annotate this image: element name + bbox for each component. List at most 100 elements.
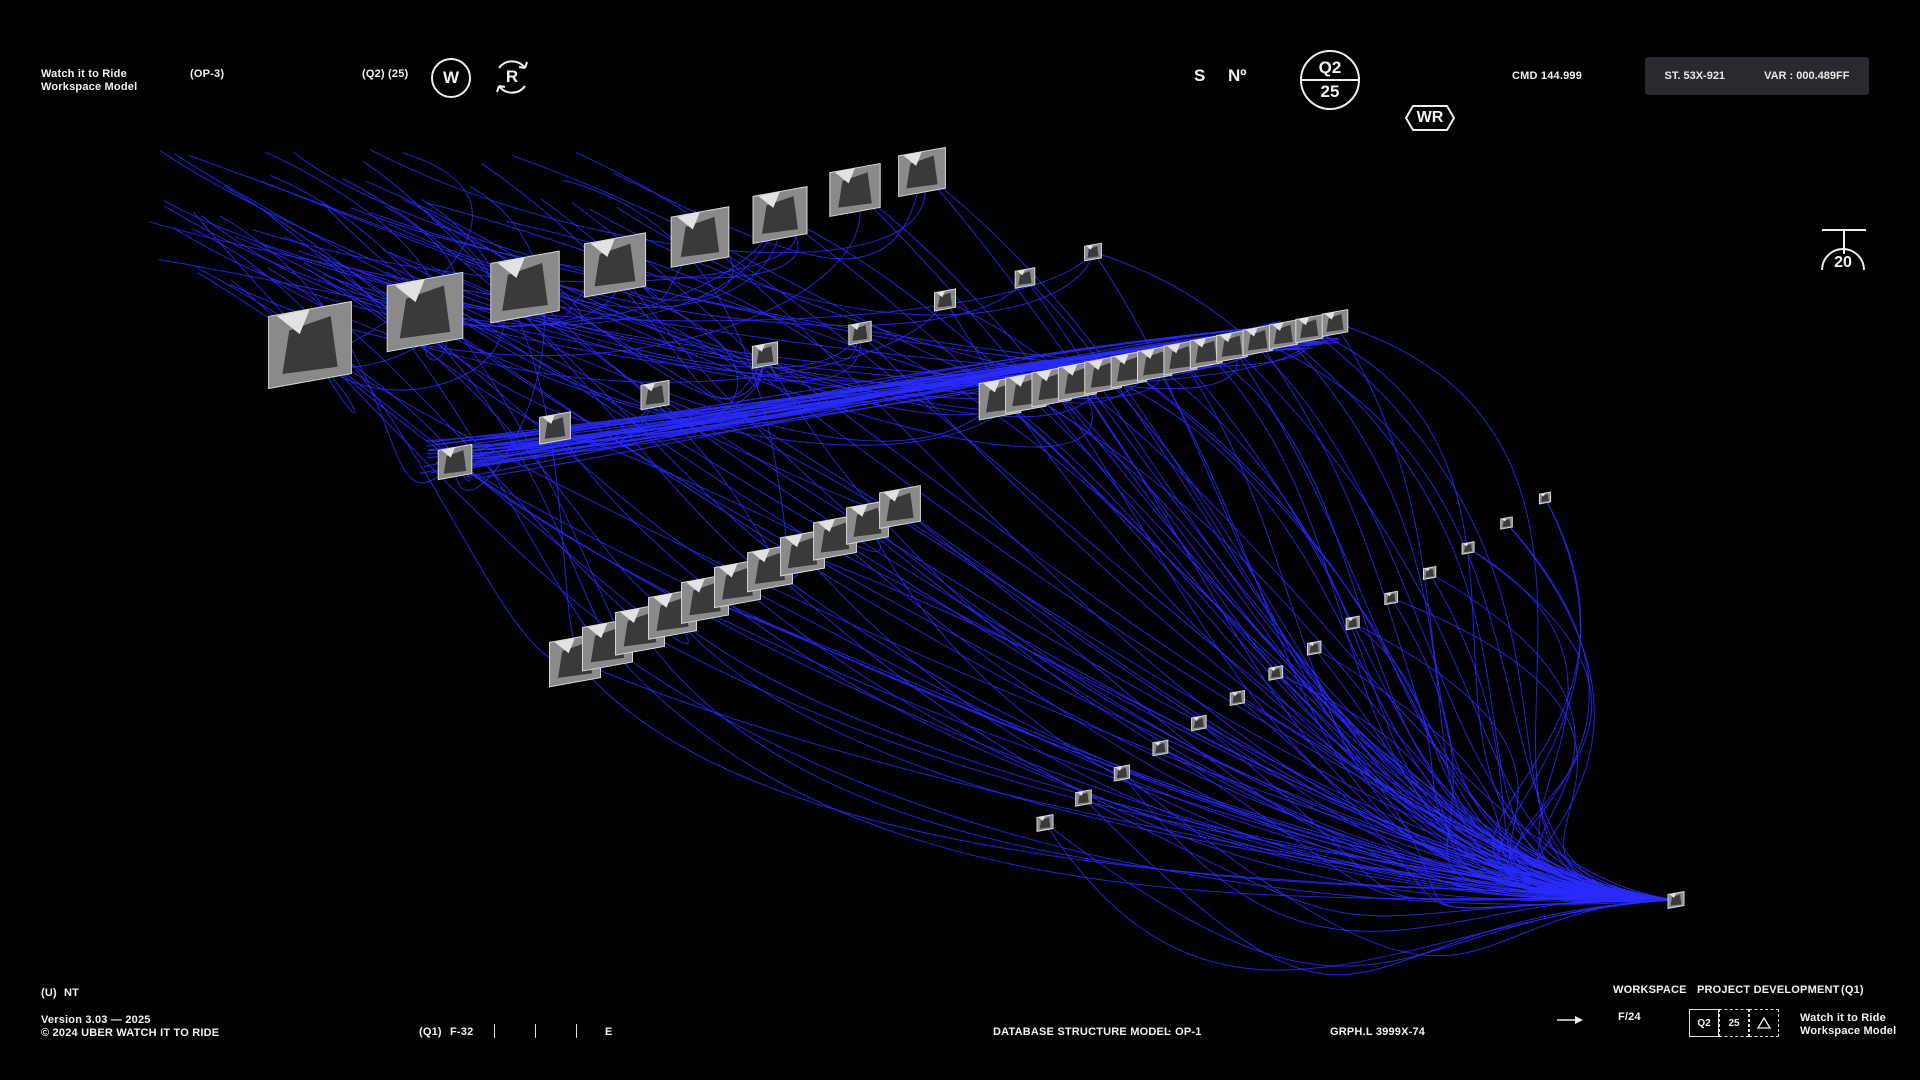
image-node[interactable] xyxy=(1152,739,1169,757)
image-node[interactable] xyxy=(1113,764,1131,782)
image-node[interactable] xyxy=(1461,541,1475,555)
connection-line xyxy=(769,567,1677,901)
image-node[interactable] xyxy=(1242,324,1273,357)
image-node[interactable] xyxy=(752,186,808,244)
connection-line xyxy=(336,280,1027,446)
graph-code: GRPH.L 3999X-74 xyxy=(1330,1026,1426,1038)
image-node[interactable] xyxy=(670,206,730,268)
connection-line xyxy=(1313,647,1677,901)
connection-line xyxy=(1180,357,1677,901)
connection-line xyxy=(1334,322,1677,901)
connection-line xyxy=(402,199,766,399)
connection-line xyxy=(1128,368,1677,901)
nav-workspace[interactable]: WORKSPACE xyxy=(1613,984,1687,996)
connection-line xyxy=(999,397,1677,901)
image-node[interactable] xyxy=(1014,267,1036,289)
image-node[interactable] xyxy=(1268,665,1284,681)
connection-line xyxy=(1051,386,1677,901)
image-node[interactable] xyxy=(846,499,889,545)
image-node[interactable] xyxy=(813,514,857,561)
connection-line xyxy=(454,185,545,491)
image-node[interactable] xyxy=(549,632,601,688)
connection-line xyxy=(201,215,620,328)
image-node[interactable] xyxy=(490,250,560,324)
image-node[interactable] xyxy=(1163,339,1198,376)
connection-line xyxy=(1205,351,1677,901)
image-node[interactable] xyxy=(640,379,670,411)
image-node[interactable] xyxy=(829,162,881,218)
u-tag: (U) xyxy=(41,987,57,999)
image-node[interactable] xyxy=(539,411,571,445)
image-node[interactable] xyxy=(268,300,352,390)
image-node[interactable] xyxy=(1538,491,1552,505)
connection-line xyxy=(834,537,1677,901)
connection-line xyxy=(769,567,1677,902)
w-label: W xyxy=(442,68,460,87)
connection-line xyxy=(351,207,799,279)
image-node[interactable] xyxy=(1216,329,1248,363)
image-node[interactable] xyxy=(879,484,921,530)
box-q2: Q2 xyxy=(1689,1009,1719,1037)
nav-project-development[interactable]: PROJECT DEVELOPMENT xyxy=(1697,984,1840,996)
image-node[interactable] xyxy=(934,288,956,312)
quarter-badge[interactable]: Q2 25 xyxy=(1300,50,1360,110)
image-node[interactable] xyxy=(848,320,872,346)
connection-line xyxy=(1044,822,1677,971)
image-node[interactable] xyxy=(1295,314,1324,344)
connection-line xyxy=(699,236,1677,901)
version-block: Version 3.03 — 2025 © 2024 UBER WATCH IT… xyxy=(41,1014,219,1040)
image-node[interactable] xyxy=(898,146,946,198)
arrow-right-icon xyxy=(1557,1012,1583,1030)
quarter-box-group[interactable]: Q2 25 xyxy=(1689,1009,1779,1037)
connection-line xyxy=(607,644,1677,901)
image-node[interactable] xyxy=(1189,334,1223,370)
image-node[interactable] xyxy=(1307,640,1322,656)
brand-block: Watch it to Ride Workspace Model xyxy=(41,68,137,94)
quarter-badge-bottom: 25 xyxy=(1320,82,1340,101)
connection-line xyxy=(1390,597,1677,901)
image-node[interactable] xyxy=(1229,689,1245,707)
image-node[interactable] xyxy=(1345,615,1360,631)
status-panel: ST. 53X-921 VAR : 000.489FF xyxy=(1645,57,1869,95)
connection-line xyxy=(1257,339,1677,901)
image-node[interactable] xyxy=(1422,565,1437,581)
image-node[interactable] xyxy=(1191,714,1207,732)
image-node[interactable] xyxy=(583,232,647,298)
refresh-arc-icon xyxy=(496,60,528,94)
image-node[interactable] xyxy=(1075,789,1092,807)
image-node[interactable] xyxy=(1137,344,1173,382)
image-node[interactable] xyxy=(386,271,464,353)
quarter-tag: (Q2) (25) xyxy=(362,68,409,80)
connection-line xyxy=(1092,251,1677,901)
sink-node[interactable] xyxy=(1667,891,1685,909)
connection-line xyxy=(1102,374,1677,901)
image-node[interactable] xyxy=(1500,516,1513,530)
connection-line xyxy=(1308,328,1677,901)
connection-line xyxy=(322,202,766,414)
connection-line xyxy=(1121,772,1677,957)
status-st: ST. 53X-921 xyxy=(1664,70,1726,82)
image-node[interactable] xyxy=(1036,814,1054,832)
version-text: Version 3.03 — 2025 xyxy=(41,1014,151,1026)
brand-title: Watch it to Ride xyxy=(41,68,127,80)
cmd-label: CMD 144.999 xyxy=(1512,70,1583,82)
connection-line xyxy=(588,208,1094,316)
w-button[interactable]: W xyxy=(431,58,471,98)
connection-line xyxy=(253,214,797,283)
image-node[interactable] xyxy=(1084,242,1102,262)
image-node[interactable] xyxy=(1268,319,1298,350)
model-title: DATABASE STRUCTURE MODEL xyxy=(993,1026,1171,1038)
connection-line xyxy=(163,205,781,326)
r-refresh-button[interactable]: R xyxy=(491,56,533,98)
connection-line xyxy=(1231,345,1677,901)
image-node[interactable] xyxy=(1321,308,1349,338)
wr-badge[interactable]: WR xyxy=(1405,105,1455,131)
image-node[interactable] xyxy=(751,341,779,369)
tick-mark xyxy=(494,1024,495,1038)
footer-brand-block: Watch it to Ride Workspace Model xyxy=(1800,1012,1896,1038)
image-node[interactable] xyxy=(437,443,473,481)
image-node[interactable] xyxy=(1384,590,1398,606)
connection-line xyxy=(802,552,1677,901)
connection-line xyxy=(1154,362,1677,901)
connection-line xyxy=(654,394,1677,901)
